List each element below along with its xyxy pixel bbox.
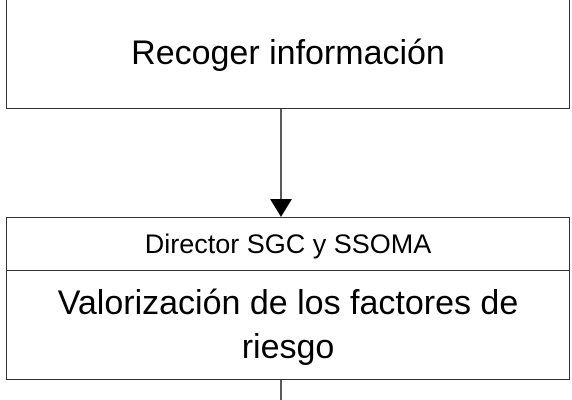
- process-label-collect-information: Recoger información: [131, 34, 445, 72]
- process-label-risk-valuation: Valorización de los factores de riesgo: [57, 284, 519, 366]
- process-box-collect-information: Recoger información: [6, 0, 570, 109]
- process-box-risk-valuation: Valorización de los factores de riesgo: [6, 270, 570, 380]
- role-label: Director SGC y SSOMA: [144, 228, 432, 259]
- connector-arrowhead: [270, 199, 292, 217]
- role-header-box: Director SGC y SSOMA: [6, 217, 570, 271]
